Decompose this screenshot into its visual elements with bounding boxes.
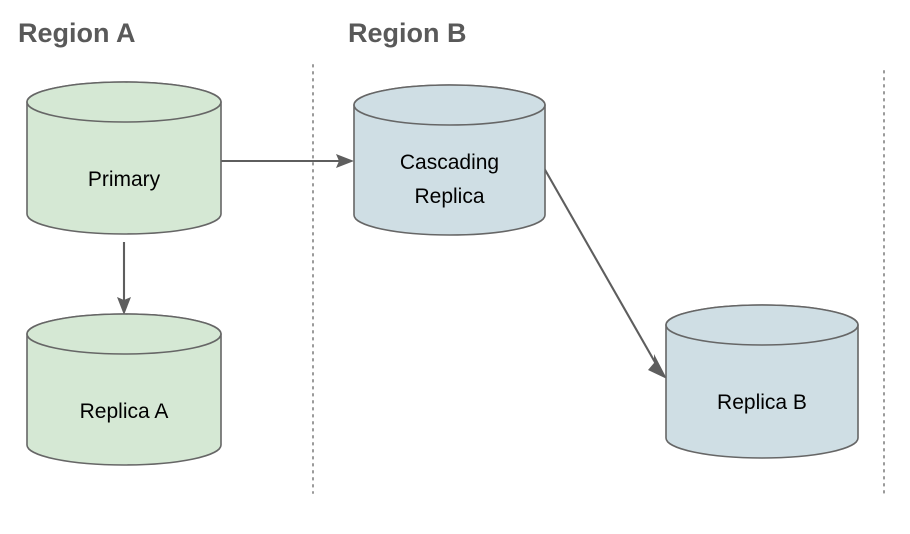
primary-label: Primary xyxy=(88,168,161,191)
arrowhead-icon xyxy=(117,297,131,315)
node-replica-a[interactable]: Replica A xyxy=(26,313,222,466)
replica-a-label: Replica A xyxy=(80,400,169,423)
edges xyxy=(117,154,667,379)
node-primary[interactable]: Primary xyxy=(26,81,222,235)
edge-primary-to-replica-a xyxy=(117,242,131,315)
region-dividers xyxy=(312,64,885,496)
cascading-replica-label-line-1: Cascading xyxy=(400,151,499,174)
replica-a-cylinder-top xyxy=(26,313,222,355)
region-a-title: Region A xyxy=(18,18,136,48)
edge-line xyxy=(539,160,661,372)
region-b-title: Region B xyxy=(348,18,467,48)
cascading-replica-cylinder-top xyxy=(353,84,546,126)
primary-cylinder-top xyxy=(26,81,222,123)
edge-primary-to-cascading-replica xyxy=(220,154,354,168)
replica-b-label: Replica B xyxy=(717,391,807,414)
region-titles: Region A Region B xyxy=(18,18,467,48)
cascading-replica-label-line-2: Replica xyxy=(414,185,484,208)
node-replica-b[interactable]: Replica B xyxy=(665,304,859,459)
node-cascading-replica[interactable]: Cascading Replica xyxy=(353,84,546,236)
arrowhead-icon xyxy=(648,354,667,379)
arrowhead-icon xyxy=(336,154,354,168)
replica-b-cylinder-top xyxy=(665,304,859,346)
edge-cascading-replica-to-replica-b xyxy=(539,160,667,379)
